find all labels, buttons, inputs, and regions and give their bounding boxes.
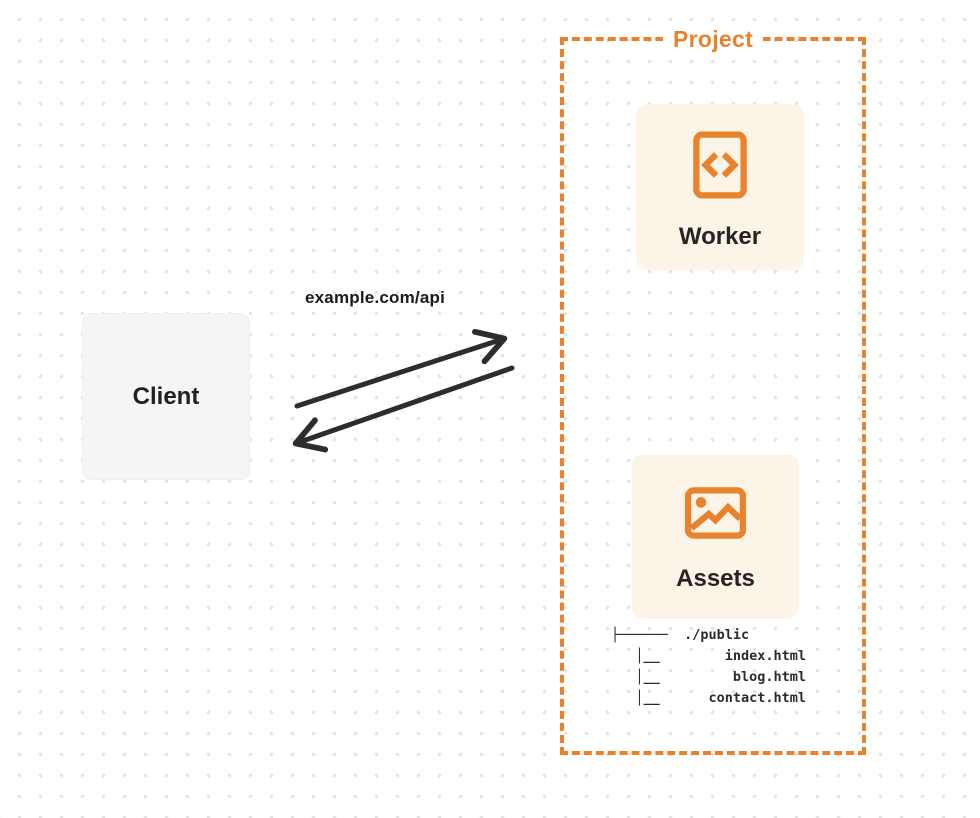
project-label: Project — [662, 23, 764, 55]
public-folder-file-tree: ├────── ./public │__ index.html │__ blog… — [611, 627, 807, 706]
image-icon — [684, 487, 747, 539]
worker-node: Worker — [636, 104, 804, 270]
worker-label: Worker — [678, 223, 762, 250]
client-label: Client — [132, 382, 200, 410]
project-container: Project Worker Assets ├────── ./public │… — [560, 23, 866, 755]
request-url-label: example.com/api — [305, 288, 446, 307]
request-arrow — [294, 328, 508, 409]
client-node: Client — [82, 313, 250, 480]
response-arrow — [292, 365, 515, 453]
assets-label: Assets — [676, 565, 755, 592]
assets-node: Assets — [632, 454, 799, 619]
code-file-icon — [693, 131, 747, 199]
